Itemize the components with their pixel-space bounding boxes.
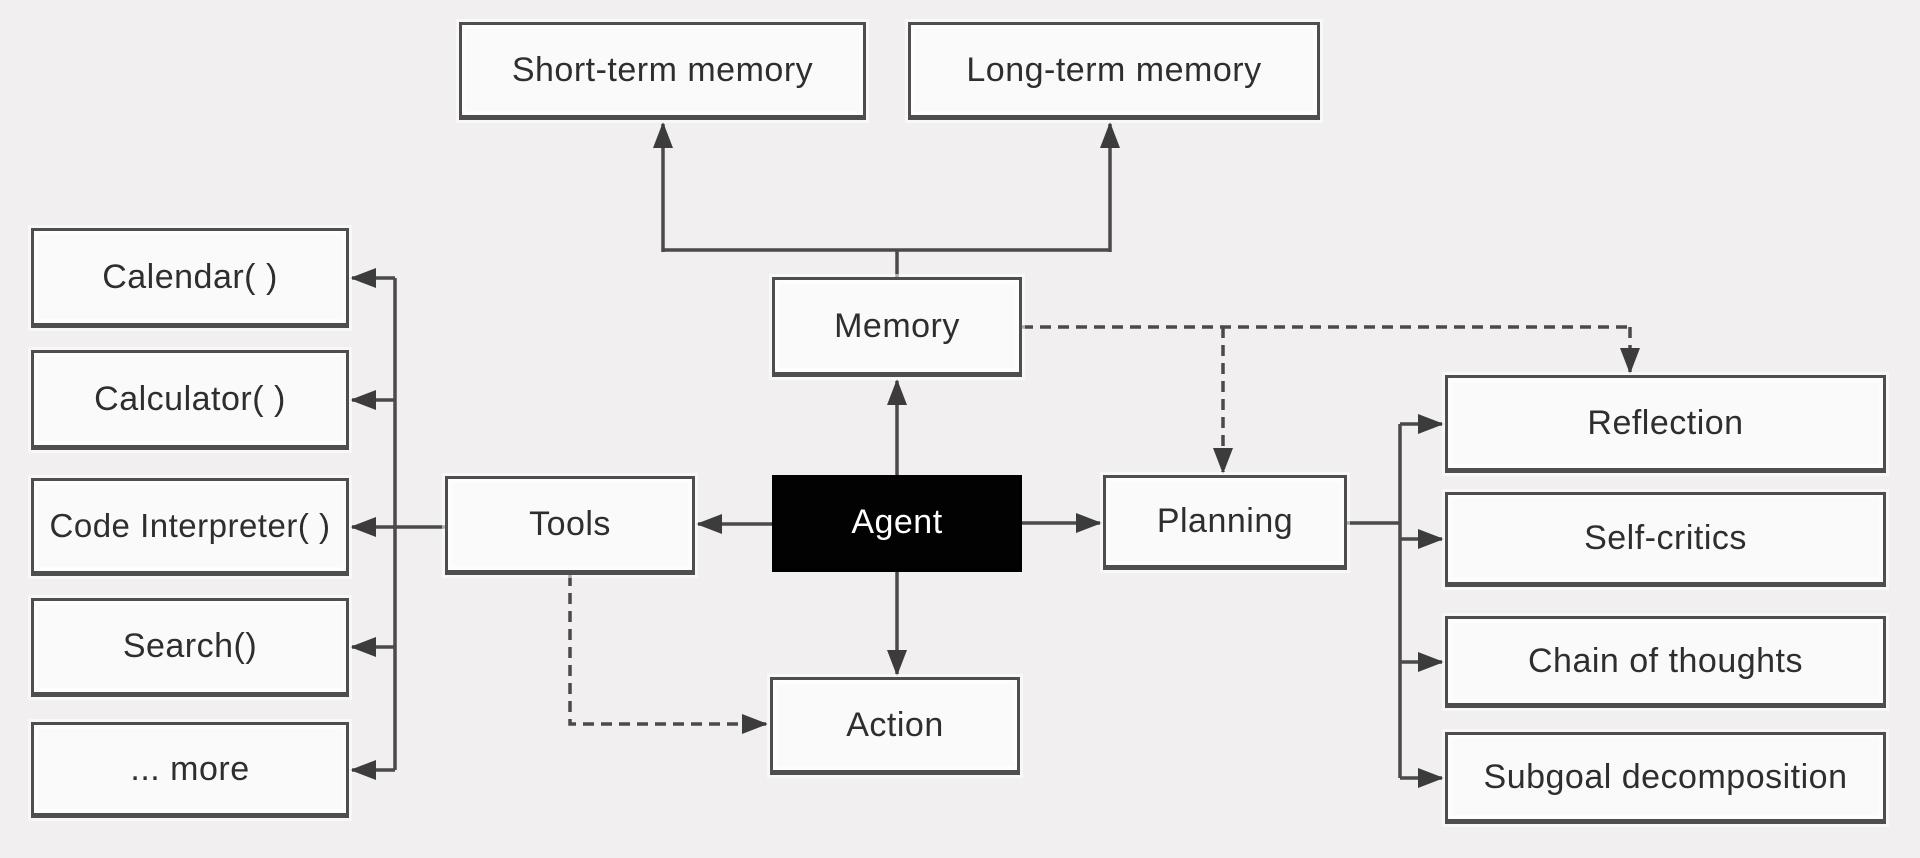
node-code-interpreter: Code Interpreter( ) bbox=[31, 478, 349, 576]
node-long-term-memory: Long-term memory bbox=[908, 22, 1320, 120]
node-action: Action bbox=[770, 677, 1020, 775]
node-search: Search() bbox=[31, 598, 349, 697]
node-self-critics: Self-critics bbox=[1445, 492, 1886, 587]
node-subgoal-decomposition: Subgoal decomposition bbox=[1445, 732, 1886, 824]
node-memory: Memory bbox=[772, 277, 1022, 377]
node-calculator: Calculator( ) bbox=[31, 350, 349, 450]
node-more-tools: ... more bbox=[31, 722, 349, 818]
node-planning: Planning bbox=[1103, 475, 1347, 570]
node-agent: Agent bbox=[772, 475, 1022, 572]
node-tools: Tools bbox=[445, 476, 695, 575]
node-calendar: Calendar( ) bbox=[31, 228, 349, 328]
edge-tools-action-dashed bbox=[568, 575, 768, 734]
node-reflection: Reflection bbox=[1445, 375, 1886, 473]
node-short-term-memory: Short-term memory bbox=[459, 22, 866, 120]
node-chain-of-thoughts: Chain of thoughts bbox=[1445, 616, 1886, 708]
